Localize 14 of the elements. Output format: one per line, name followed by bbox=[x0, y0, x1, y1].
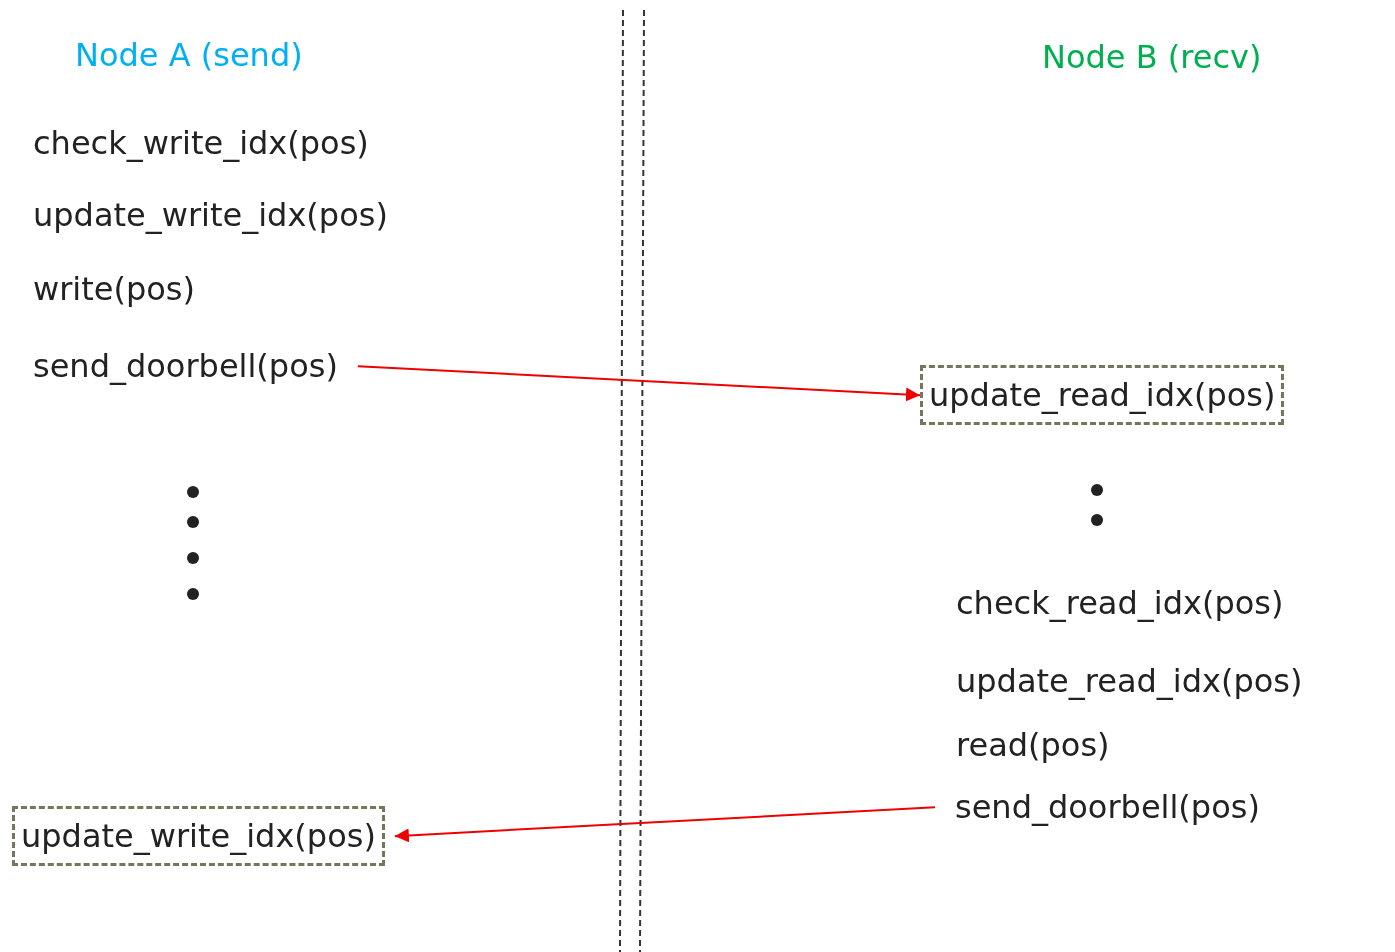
function-call-text: check_write_idx(pos) bbox=[33, 124, 369, 163]
function-call-text: write(pos) bbox=[33, 270, 195, 309]
function-call-text: send_doorbell(pos) bbox=[33, 347, 338, 386]
arrow bbox=[356, 365, 921, 402]
dashed-process-box: update_write_idx(pos) bbox=[12, 806, 385, 867]
arrow bbox=[393, 806, 936, 843]
function-call-text: update_read_idx(pos) bbox=[956, 662, 1303, 701]
function-call-text: update_write_idx(pos) bbox=[33, 196, 388, 235]
function-call-text: check_read_idx(pos) bbox=[956, 584, 1284, 623]
column-heading: Node A (send) bbox=[75, 36, 303, 75]
function-call-text: send_doorbell(pos) bbox=[955, 788, 1260, 827]
function-call-text: read(pos) bbox=[956, 726, 1110, 765]
column-heading: Node B (recv) bbox=[1042, 38, 1262, 77]
dashed-process-box: update_read_idx(pos) bbox=[920, 365, 1285, 426]
